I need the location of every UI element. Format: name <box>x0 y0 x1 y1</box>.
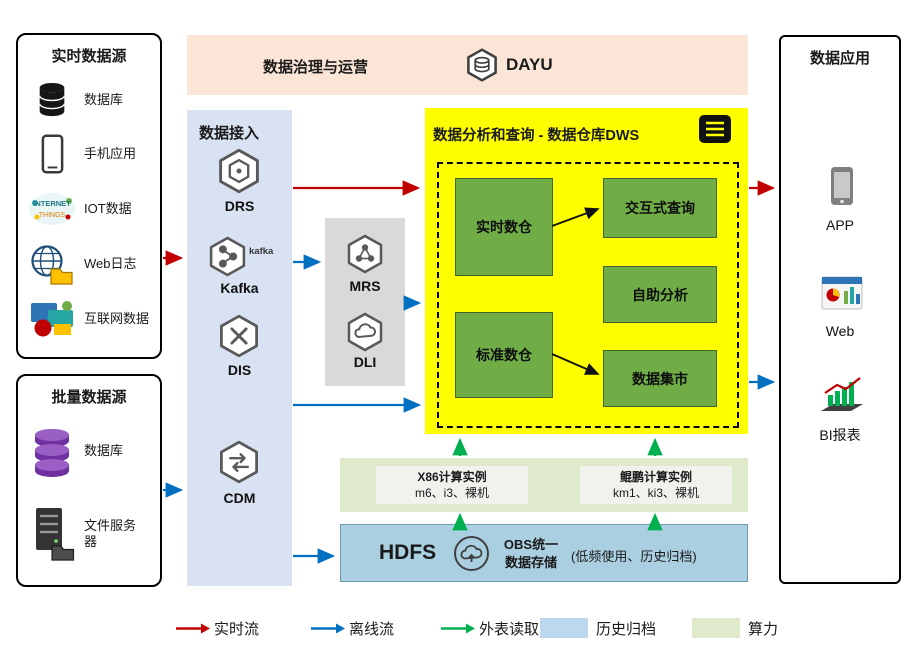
list-item: 手机应用 <box>26 127 154 181</box>
kafka-label: Kafka <box>220 280 259 296</box>
ingestion-column: 数据接入 DRS kafka Kafka DIS <box>187 110 292 586</box>
legend-compute-label: 算力 <box>748 621 779 638</box>
bi-label: BI报表 <box>819 427 861 443</box>
source-label: IOT数据 <box>84 200 132 216</box>
list-item: 数据库 <box>26 73 154 127</box>
realtime-sources-panel: 实时数据源 数据库 手机应用 INTERNET THINGS <box>16 33 162 359</box>
dws-inner-dashed-box <box>437 162 739 428</box>
svg-text:INTERNET: INTERNET <box>33 199 71 208</box>
governance-title: 数据治理与运营 <box>263 59 369 76</box>
kafka-hexagon-icon <box>209 236 246 277</box>
compute-bar: X86计算实例 m6、i3、裸机 鲲鹏计算实例 km1、ki3、裸机 <box>340 458 748 512</box>
interactive-query-box: 交互式查询 <box>603 178 717 238</box>
list-item: INTERNET THINGS IOT数据 <box>26 182 154 236</box>
source-label: 数据库 <box>84 91 124 107</box>
x86-compute-name: X86计算实例 <box>417 469 487 484</box>
bi-chart-icon <box>821 377 863 411</box>
list-item: 文件服务器 <box>26 494 154 574</box>
realtime-sources-title: 实时数据源 <box>51 48 127 65</box>
dli-hexagon-icon <box>347 312 383 352</box>
applications-title: 数据应用 <box>809 50 870 67</box>
web-label: Web <box>825 323 855 339</box>
realtime-warehouse-box: 实时数仓 <box>455 178 553 276</box>
app-phone-icon <box>831 167 853 205</box>
kunpeng-compute-name: 鲲鹏计算实例 <box>619 469 692 484</box>
source-label: 文件服务器 <box>84 517 137 549</box>
legend-offline-label: 离线流 <box>349 621 395 638</box>
dis-hexagon-icon <box>220 314 258 358</box>
phone-icon <box>26 133 78 175</box>
governance-bar: 数据治理与运营 DAYU <box>187 35 748 95</box>
purple-database-icon <box>26 423 78 479</box>
storage-note: (低频使用、历史归档) <box>571 549 697 564</box>
mrs-hexagon-icon <box>347 234 383 274</box>
x86-compute-chip: X86计算实例 m6、i3、裸机 <box>376 466 528 504</box>
self-service-analysis-box: 自助分析 <box>603 266 717 323</box>
source-label: 手机应用 <box>84 145 137 161</box>
dws-title: 数据分析和查询 - 数据仓库DWS <box>433 128 640 144</box>
list-item: 互联网数据 <box>26 290 154 348</box>
batch-sources-panel: 批量数据源 数据库 <box>16 374 162 587</box>
file-server-icon <box>26 506 78 562</box>
weblog-globe-icon <box>26 243 78 285</box>
dli-label: DLI <box>353 354 377 370</box>
storage-bar: HDFS OBS统一 数据存储 (低频使用、历史归档) <box>340 524 748 582</box>
list-item: Web日志 <box>26 237 154 291</box>
cdm-label: CDM <box>223 490 256 506</box>
legend-realtime-arrow-icon <box>176 623 210 634</box>
obs-title-line2: 数据存储 <box>504 554 557 570</box>
drs-hexagon-icon <box>219 148 259 194</box>
database-icon <box>26 79 78 121</box>
dws-box: 数据分析和查询 - 数据仓库DWS 实时数仓 标准数仓 交互式查询 自助分析 数… <box>425 108 748 434</box>
source-label: 互联网数据 <box>84 310 150 326</box>
dayu-icon <box>467 48 497 82</box>
processing-box: MRS DLI <box>325 218 405 386</box>
cdm-hexagon-icon <box>220 440 258 484</box>
batch-sources-title: 批量数据源 <box>51 389 127 406</box>
legend-external-label: 外表读取 <box>479 621 540 638</box>
dayu-logo: DAYU <box>465 48 553 82</box>
drs-label: DRS <box>224 198 255 214</box>
svg-text:THINGS: THINGS <box>39 212 66 219</box>
legend-realtime-label: 实时流 <box>214 621 260 638</box>
obs-title: OBS统一 数据存储 <box>495 536 567 571</box>
web-dashboard-icon <box>821 276 863 310</box>
legend-archive-label: 历史归档 <box>596 621 657 638</box>
ingestion-title: 数据接入 <box>199 125 260 142</box>
list-item: 数据库 <box>26 418 154 484</box>
applications-panel: 数据应用 APP Web BI报表 <box>779 35 901 584</box>
dis-label: DIS <box>227 362 252 378</box>
dayu-label: DAYU <box>506 55 553 74</box>
kafka-logo: kafka <box>249 246 274 257</box>
iot-icon: INTERNET THINGS <box>26 191 78 227</box>
source-label: 数据库 <box>84 442 124 458</box>
legend-compute-swatch <box>692 618 740 638</box>
hdfs-label: HDFS <box>379 541 437 564</box>
source-label: Web日志 <box>84 255 137 271</box>
obs-title-line1: OBS统一 <box>503 537 559 552</box>
dws-report-icon <box>699 115 731 143</box>
standard-warehouse-box: 标准数仓 <box>455 312 553 398</box>
legend-external-arrow-icon <box>441 623 475 634</box>
kunpeng-compute-spec: km1、ki3、裸机 <box>612 486 699 500</box>
app-label: APP <box>825 217 854 233</box>
kunpeng-compute-chip: 鲲鹏计算实例 km1、ki3、裸机 <box>580 466 732 504</box>
data-mart-box: 数据集市 <box>603 350 717 407</box>
obs-cloud-icon <box>454 536 489 571</box>
internet-data-icon <box>26 299 78 339</box>
legend-offline-arrow-icon <box>311 623 345 634</box>
x86-compute-spec: m6、i3、裸机 <box>414 486 489 500</box>
legend-archive-swatch <box>540 618 588 638</box>
mrs-label: MRS <box>349 278 381 294</box>
